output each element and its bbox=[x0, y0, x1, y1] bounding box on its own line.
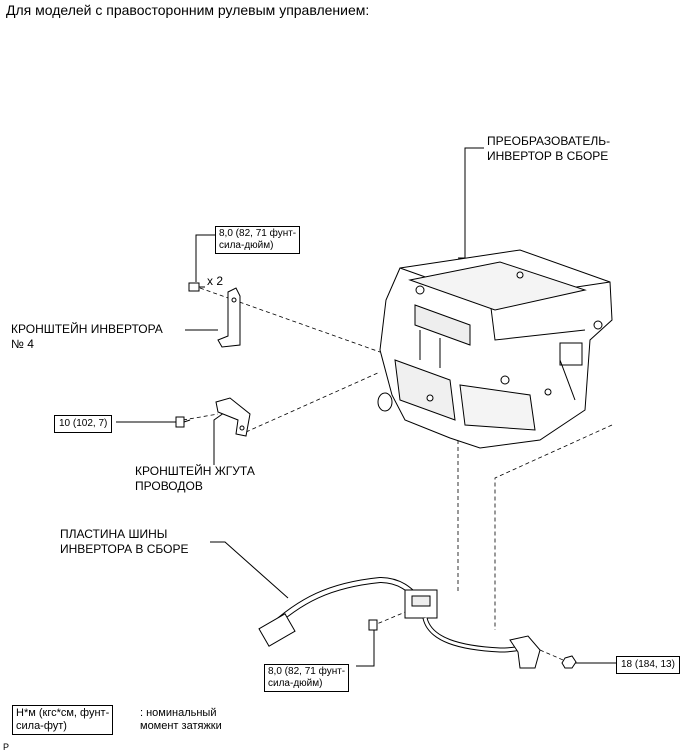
corner-code: P bbox=[3, 742, 10, 752]
legend-desc-line1: : номинальный bbox=[140, 707, 217, 719]
harness-bracket-label-line1: КРОНШТЕЙН ЖГУТА bbox=[135, 464, 255, 478]
harness-bracket-label: КРОНШТЕЙН ЖГУТА ПРОВОДОВ bbox=[135, 464, 255, 494]
legend-description: : номинальный момент затяжки bbox=[140, 707, 222, 733]
torque-box-bottom: 8,0 (82, 71 фунт- сила-дюйм) bbox=[264, 664, 350, 692]
dash-7 bbox=[371, 609, 411, 627]
inverter-assembly bbox=[377, 249, 613, 449]
torque-box-right: 18 (184, 13) bbox=[616, 656, 680, 674]
harness-bracket-label-line2: ПРОВОДОВ bbox=[135, 479, 203, 493]
inverter-bracket-4 bbox=[217, 287, 241, 348]
inverter-leader bbox=[458, 147, 484, 259]
nut-right bbox=[561, 655, 577, 669]
dash-2 bbox=[245, 371, 381, 433]
legend-unit-box: Н*м (кгс*см, фунт- сила-фут) bbox=[12, 705, 114, 735]
page-title: Для моделей с правосторонним рулевым упр… bbox=[6, 2, 370, 18]
harness-bracket bbox=[215, 397, 251, 437]
dash-6 bbox=[539, 649, 571, 664]
dash-5 bbox=[494, 424, 613, 630]
bus-plate-label-line2: ИНВЕРТОРА В СБОРЕ bbox=[60, 542, 189, 556]
torque-bottom-line1: 8,0 (82, 71 фунт- bbox=[268, 666, 346, 677]
legend-desc-line2: момент затяжки bbox=[140, 720, 222, 732]
inverter-label-line1: ПРЕОБРАЗОВАТЕЛЬ- bbox=[487, 134, 611, 148]
bracket4-label-line2: № 4 bbox=[11, 337, 34, 351]
torque-top-line1: 8,0 (82, 71 фунт- bbox=[219, 228, 297, 239]
torque-top-leader bbox=[195, 234, 215, 282]
bolt-bottom bbox=[368, 619, 378, 631]
inverter-label: ПРЕОБРАЗОВАТЕЛЬ- ИНВЕРТОР В СБОРЕ bbox=[487, 134, 610, 164]
torque-top-line2: сила-дюйм) bbox=[219, 240, 274, 251]
bracket4-label: КРОНШТЕЙН ИНВЕРТОРА № 4 bbox=[11, 322, 163, 352]
bolt-top bbox=[188, 282, 205, 292]
torque-box-left: 10 (102, 7) bbox=[54, 415, 113, 433]
legend-unit-line2: сила-фут) bbox=[16, 720, 67, 732]
bolt-quantity: x 2 bbox=[207, 274, 224, 288]
dash-3 bbox=[182, 413, 219, 421]
bus-plate-label-line1: ПЛАСТИНА ШИНЫ bbox=[60, 527, 168, 541]
bolt-left bbox=[175, 416, 191, 428]
torque-bottom-leader bbox=[356, 626, 375, 667]
bus-plate-label: ПЛАСТИНА ШИНЫ ИНВЕРТОРА В СБОРЕ bbox=[60, 527, 189, 557]
torque-bottom-line2: сила-дюйм) bbox=[268, 678, 323, 689]
inverter-bus-plate bbox=[258, 576, 541, 669]
legend-unit-line1: Н*м (кгс*см, фунт- bbox=[16, 707, 110, 719]
harness-leader bbox=[213, 409, 229, 465]
inverter-label-line2: ИНВЕРТОР В СБОРЕ bbox=[487, 149, 609, 163]
busplate-leader bbox=[210, 541, 289, 599]
bracket4-label-line1: КРОНШТЕЙН ИНВЕРТОРА bbox=[11, 322, 163, 336]
torque-box-top: 8,0 (82, 71 фунт- сила-дюйм) bbox=[215, 226, 301, 254]
